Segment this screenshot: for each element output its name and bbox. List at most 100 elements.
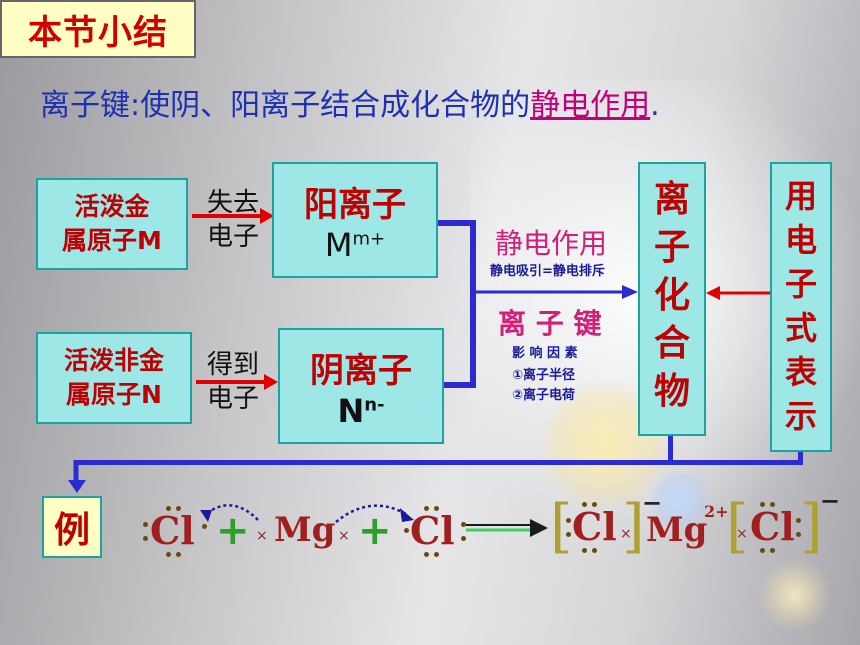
electron-dot (143, 522, 148, 527)
compound-char-3: 化 (653, 275, 690, 316)
bracket-left-2: [ (726, 492, 749, 560)
gain-electron-arrow (196, 374, 278, 390)
lens-flare-2 (650, 470, 710, 530)
reactant-mg: Mg (274, 510, 336, 550)
electron-dot (582, 548, 587, 553)
example-box: 例 (42, 496, 102, 558)
product-cl-1: Cl (572, 504, 617, 549)
compound-char-2: 子 (653, 227, 690, 268)
factor-charge: ②离子电荷 (512, 388, 576, 403)
electron-dot (461, 522, 466, 527)
to-compound-arrow (476, 285, 638, 299)
nonmetal-atom-box: 活泼非金 属原子N (36, 332, 192, 424)
represent-arrow (706, 286, 770, 300)
nonmetal-atom-line1: 活泼非金 (63, 346, 164, 375)
bracket-right-1: ] (622, 492, 645, 560)
represent-char-3: 子 (784, 265, 817, 303)
compound-char-5: 物 (653, 371, 690, 412)
cation-box: 阳离子 Mm+ (272, 162, 438, 278)
electron-dot (796, 532, 801, 537)
electron-dot (760, 548, 765, 553)
cation-charge: m+ (352, 227, 386, 249)
ionic-compound-box: 离 子 化 合 物 (638, 162, 706, 436)
reaction-arrow (466, 519, 548, 537)
anion-charge: n- (364, 393, 385, 415)
plus-sign-1: + (216, 508, 250, 554)
cation-letter: M (324, 225, 353, 264)
anion-connector (444, 382, 476, 388)
example-label: 例 (53, 510, 90, 551)
electron-transfer-arrow-1 (200, 504, 259, 522)
electron-dot (176, 552, 181, 557)
electron-cross: × (338, 528, 350, 544)
electron-dot (424, 506, 429, 511)
lose-electron-line2: 电子 (206, 222, 259, 252)
metal-atom-line2: 属原子M (62, 226, 162, 255)
bracket-left-1: [ (550, 492, 573, 560)
electron-dot (592, 548, 597, 553)
anion-box: 阴离子 Nn- (278, 328, 444, 444)
interaction-note: 静电吸引=静电排斥 (490, 264, 605, 279)
electron-dot (566, 518, 571, 523)
cation-title: 阳离子 (304, 184, 406, 225)
electron-dot (566, 532, 571, 537)
reactant-cl-1: Cl (150, 508, 195, 553)
metal-atom-box: 活泼金 属原子M (36, 178, 188, 270)
electron-dot (166, 506, 171, 511)
product-mg: Mg (646, 510, 708, 550)
ionic-bond-label: 离 子 键 (498, 307, 602, 340)
electron-transfer-arrow-2 (335, 504, 414, 523)
electron-dot (461, 536, 466, 541)
slide-title: 本节小结 (28, 12, 168, 53)
chloride-charge-1: − (642, 488, 663, 517)
anion-title: 阴离子 (310, 350, 412, 391)
electron-dot (770, 502, 775, 507)
magnesium-charge: 2+ (704, 502, 729, 521)
lose-electron-line1: 失去 (206, 188, 259, 218)
to-example-arrow (68, 460, 86, 493)
electron-dot (424, 552, 429, 557)
electron-dot (176, 506, 181, 511)
represent-char-1: 用 (784, 177, 817, 215)
title-box: 本节小结 (0, 0, 196, 58)
definition-suffix: . (650, 88, 660, 123)
metal-atom-line1: 活泼金 (74, 192, 150, 221)
compound-down-line (668, 436, 673, 462)
factor-radius: ①离子半径 (512, 368, 576, 383)
electron-dot (404, 528, 409, 533)
electron-dot (582, 502, 587, 507)
anion-symbol: Nn- (280, 392, 442, 430)
represent-down-line (798, 452, 803, 462)
electron-dot (760, 502, 765, 507)
electron-cross: × (736, 526, 748, 542)
gain-electron-label: 得到 电子 (200, 348, 266, 416)
plus-sign-2: + (358, 508, 392, 554)
electron-formula-box: 用 电 子 式 表 示 (770, 162, 832, 452)
nonmetal-atom-line2: 属原子N (66, 380, 162, 409)
electron-dot (202, 524, 207, 529)
represent-char-6: 示 (784, 397, 817, 435)
electron-dot (770, 548, 775, 553)
electron-dot (166, 552, 171, 557)
definition-highlight: 静电作用 (530, 88, 651, 123)
represent-char-4: 式 (784, 309, 817, 347)
electron-dot (592, 502, 597, 507)
interaction-label: 静电作用 (495, 227, 608, 260)
definition-line: 离子键:使阴、阳离子结合成化合物的静电作用. (40, 80, 660, 124)
product-cl-2: Cl (750, 504, 795, 549)
electron-dot (434, 506, 439, 511)
electron-cross: × (256, 528, 268, 544)
electron-cross: × (620, 526, 632, 542)
electron-dot (796, 518, 801, 523)
definition-prefix: 离子键:使阴、阳离子结合成化合物的 (40, 88, 531, 123)
bottom-horizontal-line (74, 460, 803, 465)
vertical-connector (470, 220, 476, 388)
bracket-right-2: ] (800, 492, 823, 560)
lens-flare-3 (760, 560, 830, 630)
lose-electron-label: 失去 电子 (200, 186, 266, 254)
compound-char-4: 合 (653, 323, 690, 364)
compound-char-1: 离 (653, 179, 690, 220)
represent-char-5: 表 (784, 353, 817, 391)
gain-electron-line2: 电子 (206, 384, 259, 414)
